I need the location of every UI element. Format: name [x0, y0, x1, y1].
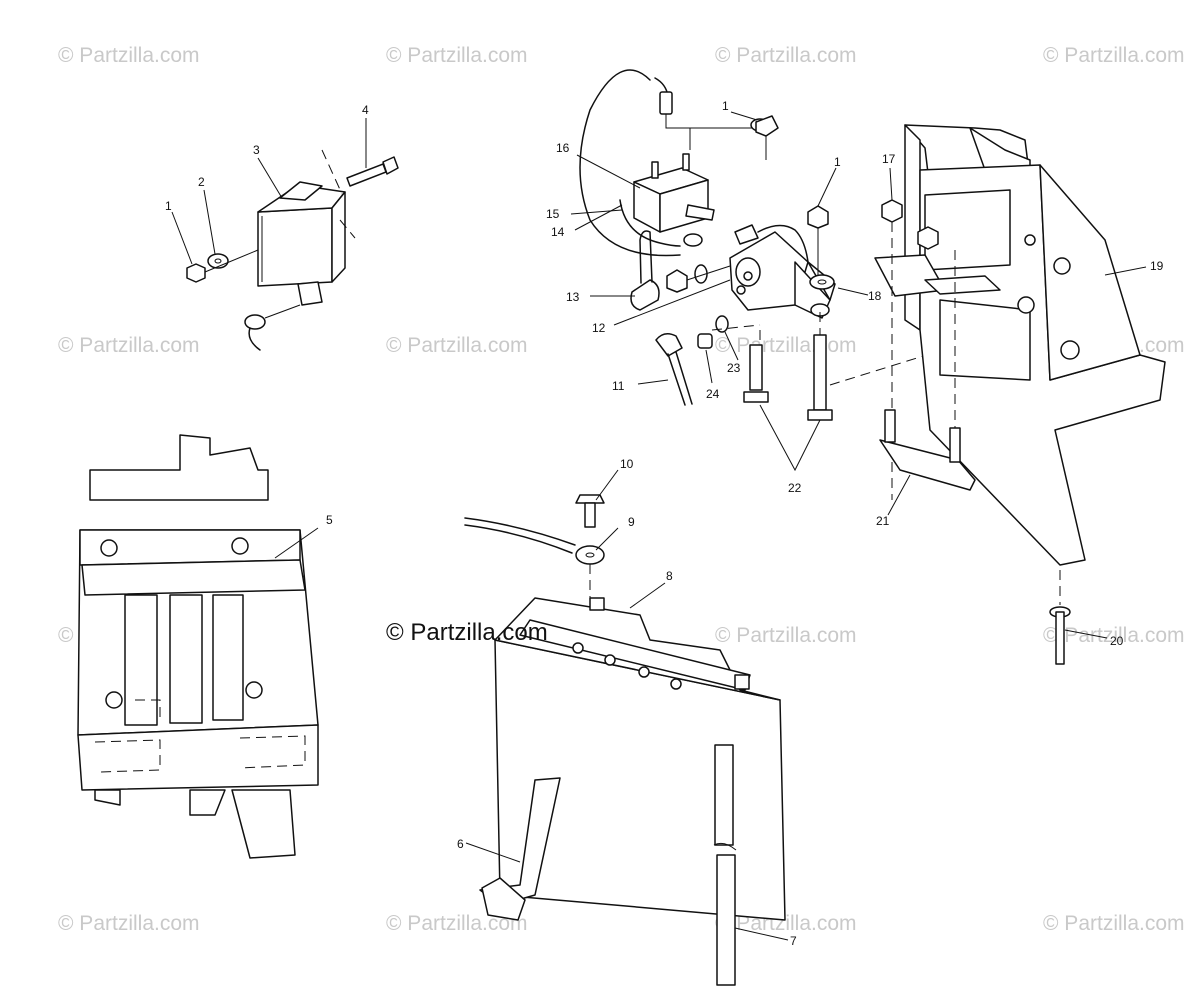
leader-lines	[171, 111, 1147, 941]
callout-label: 15	[546, 207, 560, 221]
callout-label: 23	[727, 361, 741, 375]
callout-label: 24	[706, 387, 720, 401]
watermark: © Partzilla.com	[58, 44, 200, 67]
callout-label: 11	[612, 379, 625, 393]
callout-label: 22	[788, 481, 802, 495]
watermark: © Partzilla.com	[715, 334, 857, 357]
voltage-regulator-assembly	[186, 149, 399, 351]
callout-label: 3	[253, 143, 260, 157]
callout-label: 16	[556, 141, 570, 155]
callout-label: 1	[722, 99, 729, 113]
watermark: © Partzilla.com	[386, 912, 528, 935]
watermark: © Partzilla.com	[1043, 912, 1185, 935]
callout-label: 19	[1150, 259, 1164, 273]
watermark: © Partzilla.com	[715, 912, 857, 935]
callout-label: 13	[566, 290, 580, 304]
callout-label: 20	[1110, 634, 1124, 648]
callout-label: 18	[868, 289, 882, 303]
callout-label: 1	[165, 199, 172, 213]
mounting-bracket	[874, 124, 1166, 665]
callout-label: 14	[551, 225, 565, 239]
battery-assembly	[464, 494, 786, 986]
watermark: © Partzilla.com	[386, 44, 528, 67]
callout-label: 10	[620, 457, 634, 471]
battery-box	[77, 434, 319, 859]
watermark: © Partzilla.com	[386, 334, 528, 357]
watermark: © Partzilla.com	[715, 44, 857, 67]
watermark: © Partzilla.com	[58, 912, 200, 935]
callout-labels: 1 2 3 4 5 6 7 8 9 10 11 12 13 14 15 16 1…	[165, 99, 1164, 948]
callout-label: 5	[326, 513, 333, 527]
watermark-main: © Partzilla.com	[386, 619, 548, 646]
watermark: © Partzilla.com	[1043, 44, 1185, 67]
callout-label: 6	[457, 837, 464, 851]
callout-label: 9	[628, 515, 635, 529]
callout-label: 7	[790, 934, 797, 948]
starter-solenoid-assembly	[579, 69, 976, 421]
callout-label: 8	[666, 569, 673, 583]
callout-label: 12	[592, 321, 606, 335]
callout-label: 21	[876, 514, 890, 528]
watermark: © Partzilla.com	[715, 624, 857, 647]
callout-label: 1	[834, 155, 841, 169]
callout-label: 17	[882, 152, 896, 166]
callout-label: 2	[198, 175, 205, 189]
watermark: © Partzilla.com	[1043, 624, 1185, 647]
callout-label: 4	[362, 103, 369, 117]
watermark: © Partzilla.com	[58, 334, 200, 357]
